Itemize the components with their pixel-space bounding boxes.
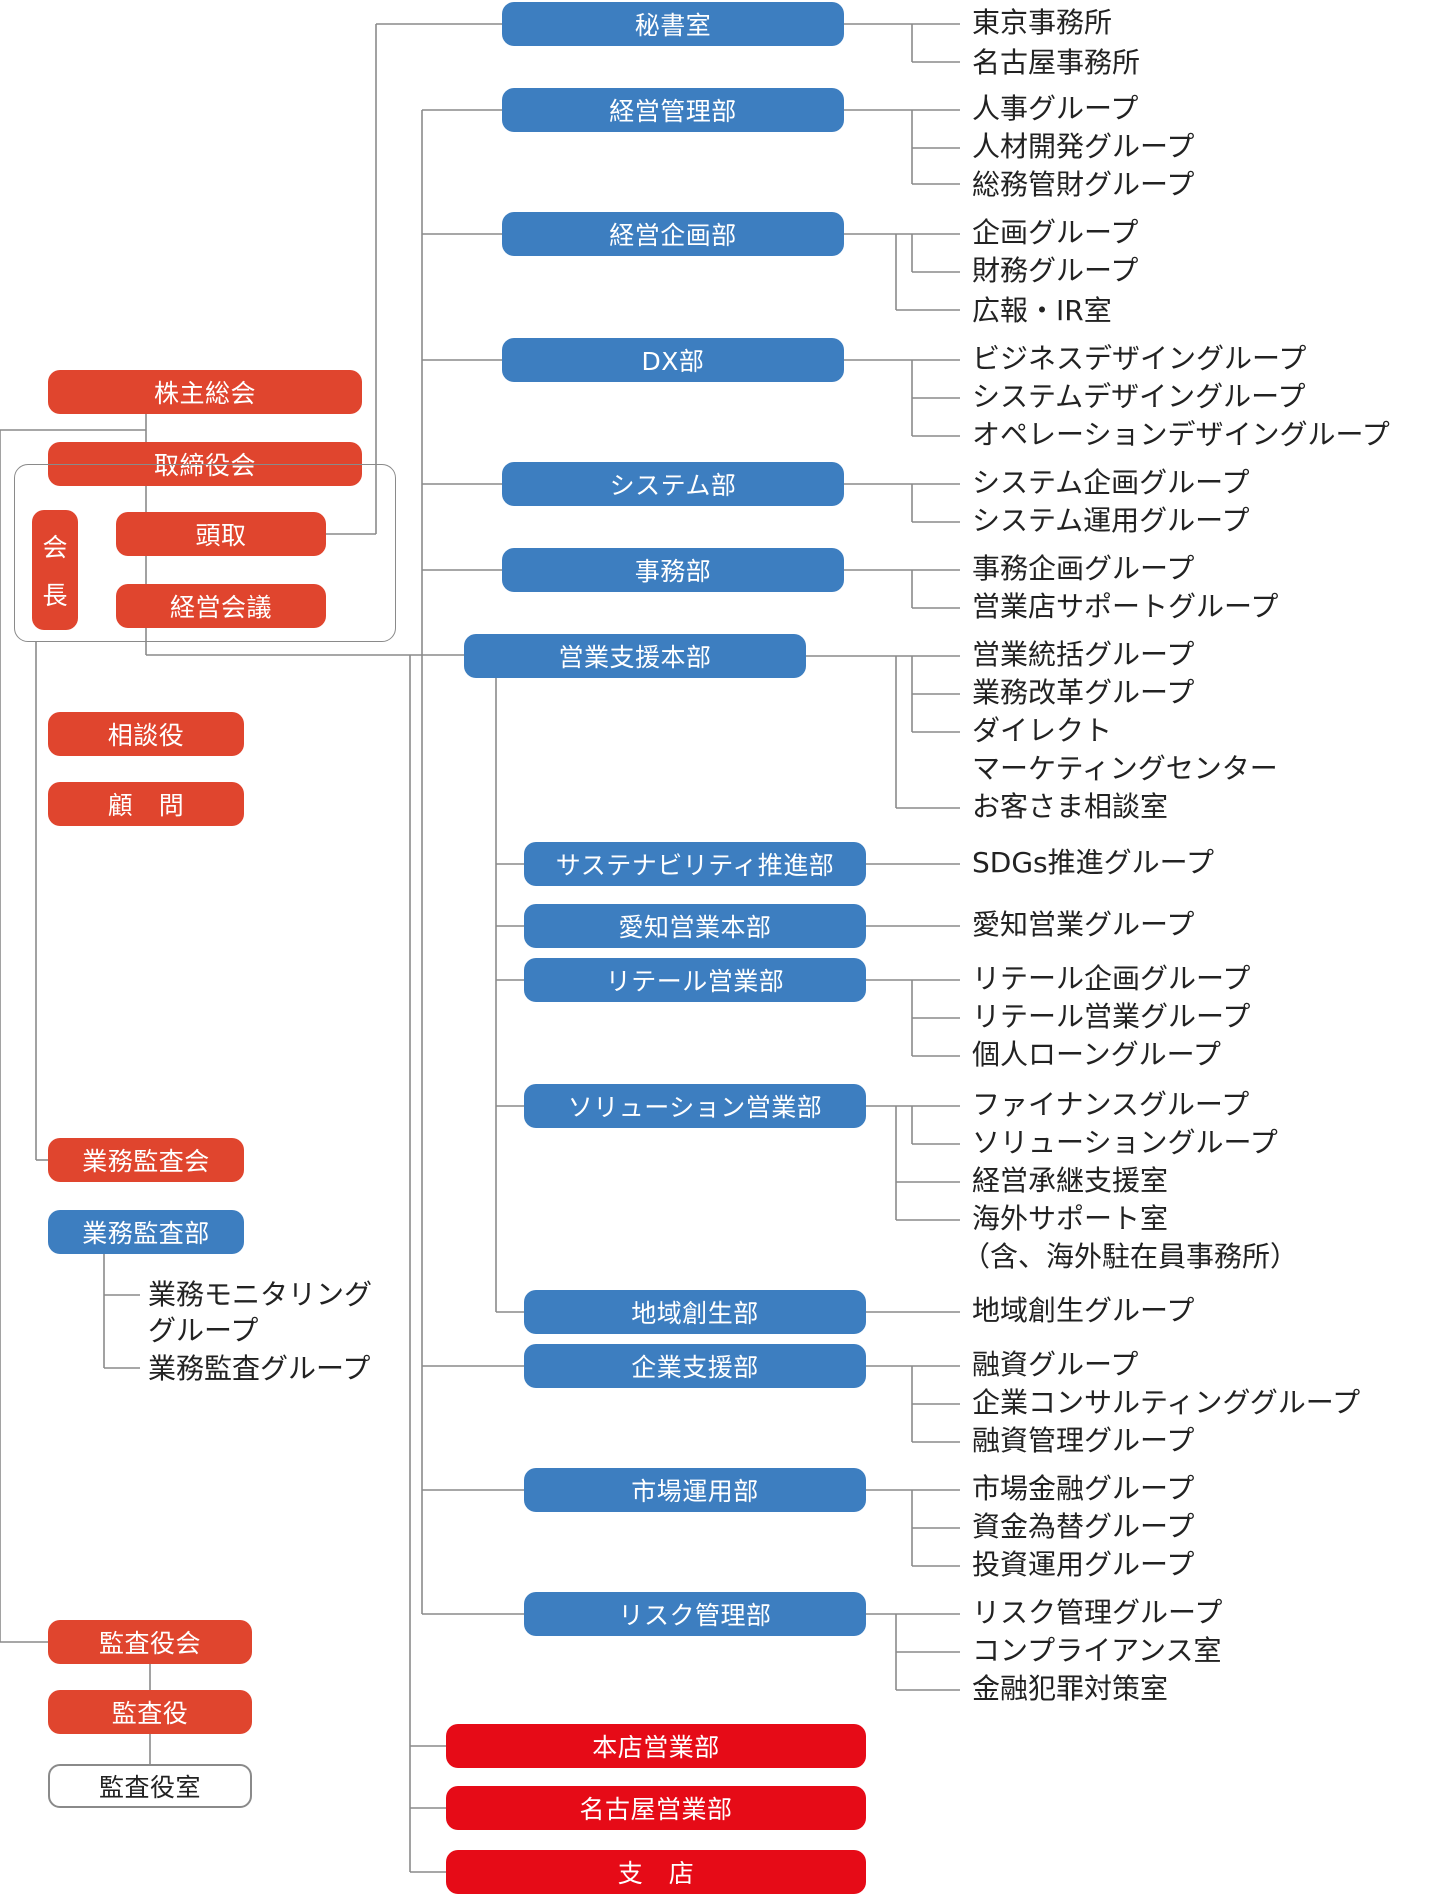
counsel-box: 顧 問	[48, 782, 244, 826]
dept-sustainability: サステナビリティ推進部	[524, 842, 866, 886]
branch-head-office: 本店営業部	[446, 1724, 866, 1768]
item-planning-group: 企画グループ	[972, 216, 1139, 249]
dept-management-admin: 経営管理部	[502, 88, 844, 132]
audit-group: 業務監査グループ	[148, 1352, 371, 1385]
item-risk-management-group: リスク管理グループ	[972, 1596, 1223, 1629]
dept-dx: DX部	[502, 338, 844, 382]
dept-solution-sales: ソリューション営業部	[524, 1084, 866, 1128]
item-talent-dev-group: 人材開発グループ	[972, 130, 1195, 163]
dept-secretariat: 秘書室	[502, 2, 844, 46]
dept-operations: 事務部	[502, 548, 844, 592]
item-investment-group: 投資運用グループ	[972, 1548, 1195, 1581]
item-general-affairs-group: 総務管財グループ	[972, 168, 1195, 201]
advisor-box: 相談役	[48, 712, 244, 756]
item-marketing-center: マーケティングセンター	[972, 752, 1278, 785]
item-tokyo-office: 東京事務所	[972, 6, 1113, 39]
item-finance-solution-group: ファイナンスグループ	[972, 1088, 1250, 1121]
item-pr-ir-office: 広報・IR室	[972, 294, 1112, 327]
audit-department-box: 業務監査部	[48, 1210, 244, 1254]
audit-monitoring-group-line1: 業務モニタリング	[148, 1278, 373, 1311]
chairman-char-2: 長	[42, 581, 68, 610]
auditor-office-box: 監査役室	[48, 1764, 252, 1808]
dept-market-operations: 市場運用部	[524, 1468, 866, 1512]
item-office-planning-group: 事務企画グループ	[972, 552, 1195, 585]
item-loan-management-group: 融資管理グループ	[972, 1424, 1195, 1457]
audit-committee-box: 業務監査会	[48, 1138, 244, 1182]
president-box: 頭取	[116, 512, 326, 556]
item-overseas-office-note: （含、海外駐在員事務所）	[962, 1240, 1299, 1273]
shareholders-meeting-box: 株主総会	[48, 370, 362, 414]
dept-sales-support-hq: 営業支援本部	[464, 634, 806, 678]
item-market-finance-group: 市場金融グループ	[972, 1472, 1195, 1505]
item-succession-support-office: 経営承継支援室	[972, 1164, 1169, 1197]
item-retail-sales-group: リテール営業グループ	[972, 1000, 1251, 1033]
executive-frame	[14, 464, 396, 642]
dept-corporate-support: 企業支援部	[524, 1344, 866, 1388]
item-business-reform-group: 業務改革グループ	[972, 676, 1195, 709]
item-aichi-sales-group: 愛知営業グループ	[972, 908, 1195, 941]
item-hr-group: 人事グループ	[972, 92, 1139, 125]
item-customer-consultation: お客さま相談室	[972, 790, 1169, 823]
chairman-box: 会 長	[32, 510, 78, 630]
item-system-design-group: システムデザイングループ	[972, 380, 1306, 413]
dept-retail-sales: リテール営業部	[524, 958, 866, 1002]
dept-corporate-planning: 経営企画部	[502, 212, 844, 256]
item-system-operation-group: システム運用グループ	[972, 504, 1250, 537]
audit-monitoring-group-line2: グループ	[148, 1314, 259, 1347]
item-compliance-office: コンプライアンス室	[972, 1634, 1222, 1667]
item-operation-design-group: オペレーションデザイングループ	[972, 418, 1390, 451]
item-loan-group: 融資グループ	[972, 1348, 1139, 1381]
chairman-char-1: 会	[42, 533, 68, 562]
item-solution-group: ソリューショングループ	[972, 1126, 1278, 1159]
item-finance-group: 財務グループ	[972, 254, 1139, 287]
branch-nagoya: 名古屋営業部	[446, 1786, 866, 1830]
item-fx-group: 資金為替グループ	[972, 1510, 1195, 1543]
item-overseas-support-office: 海外サポート室	[972, 1202, 1169, 1235]
item-retail-planning-group: リテール企画グループ	[972, 962, 1251, 995]
item-business-design-group: ビジネスデザイングループ	[972, 342, 1307, 375]
dept-risk-management: リスク管理部	[524, 1592, 866, 1636]
dept-systems: システム部	[502, 462, 844, 506]
item-personal-loan-group: 個人ローングループ	[972, 1038, 1221, 1071]
item-financial-crime-office: 金融犯罪対策室	[972, 1672, 1169, 1705]
auditors-board-box: 監査役会	[48, 1620, 252, 1664]
item-sdgs-group: SDGs推進グループ	[972, 846, 1214, 879]
management-meeting-box: 経営会議	[116, 584, 326, 628]
auditor-box: 監査役	[48, 1690, 252, 1734]
dept-regional-revitalization: 地域創生部	[524, 1290, 866, 1334]
item-corporate-consulting-group: 企業コンサルティンググループ	[972, 1386, 1361, 1419]
branch-branches: 支 店	[446, 1850, 866, 1894]
item-branch-support-group: 営業店サポートグループ	[972, 590, 1279, 623]
item-system-planning-group: システム企画グループ	[972, 466, 1250, 499]
dept-aichi-sales-hq: 愛知営業本部	[524, 904, 866, 948]
item-nagoya-office: 名古屋事務所	[972, 46, 1141, 79]
item-direct: ダイレクト	[972, 714, 1113, 747]
item-sales-control-group: 営業統括グループ	[972, 638, 1195, 671]
item-regional-revitalization-group: 地域創生グループ	[972, 1294, 1195, 1327]
